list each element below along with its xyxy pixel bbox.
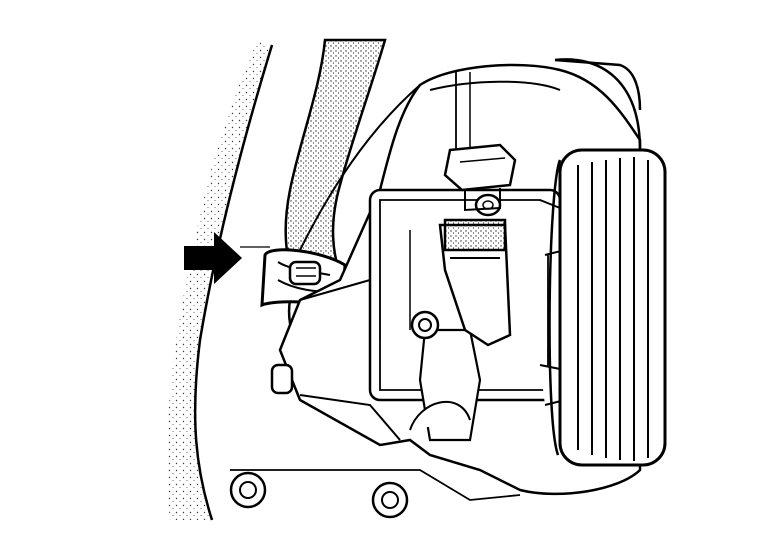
pulley (548, 58, 667, 467)
arrow-right-icon (184, 232, 270, 284)
side-bolt (270, 363, 294, 395)
mounting-bolt-lower-left (229, 471, 267, 509)
pressure-fitting (438, 193, 512, 347)
mounting-bolt-upper (410, 310, 440, 340)
fitting-bolt (443, 143, 517, 212)
mounting-bolt-lower-right (371, 481, 409, 519)
